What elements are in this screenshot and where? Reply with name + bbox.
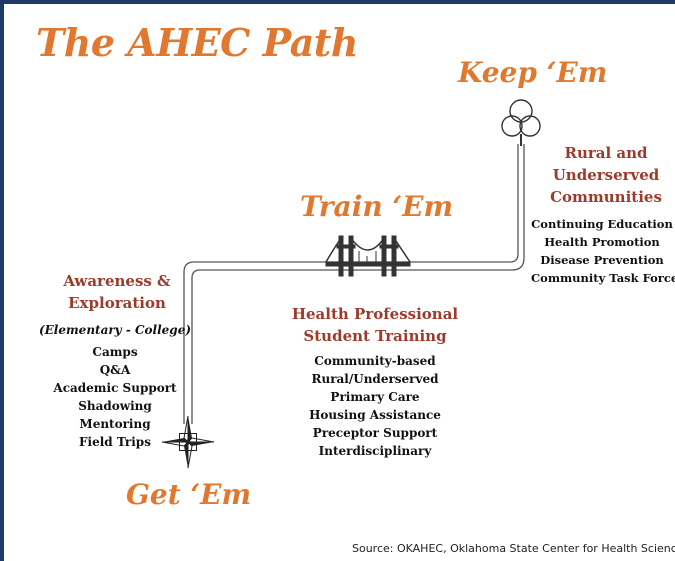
list-item: Mentoring bbox=[79, 417, 151, 431]
keep-em-list: Continuing Education Health Promotion Di… bbox=[531, 215, 675, 287]
list-item: Interdisciplinary bbox=[318, 444, 432, 458]
get-em-label: Get ‘Em bbox=[126, 478, 252, 511]
list-item: Camps bbox=[92, 345, 138, 359]
keep-em-label: Keep ‘Em bbox=[458, 56, 608, 89]
heading-line: Communities bbox=[550, 188, 662, 206]
heading-line: Student Training bbox=[303, 327, 447, 345]
keep-em-heading: Rural and Underserved Communities bbox=[540, 142, 672, 208]
heading-line: Exploration bbox=[68, 294, 166, 312]
heading-line: Rural and bbox=[564, 144, 648, 162]
heading-line: Awareness & bbox=[63, 272, 171, 290]
list-item: Continuing Education bbox=[531, 217, 673, 231]
source-caption: Source: OKAHEC, Oklahoma State Center fo… bbox=[352, 542, 675, 555]
get-em-heading: Awareness & Exploration bbox=[42, 270, 192, 314]
heading-line: Health Professional bbox=[291, 305, 459, 323]
compass-star-icon bbox=[161, 415, 215, 469]
train-em-list: Community-based Rural/Underserved Primar… bbox=[290, 352, 460, 460]
tree-icon bbox=[501, 99, 541, 146]
list-item: Community-based bbox=[314, 354, 436, 368]
list-item: Rural/Underserved bbox=[311, 372, 439, 386]
list-item: Shadowing bbox=[78, 399, 152, 413]
train-em-heading: Health Professional Student Training bbox=[290, 303, 460, 347]
train-em-label: Train ‘Em bbox=[300, 190, 454, 223]
list-item: Housing Assistance bbox=[309, 408, 441, 422]
list-item: Academic Support bbox=[53, 381, 177, 395]
list-item: Field Trips bbox=[79, 435, 151, 449]
list-item: Disease Prevention bbox=[540, 253, 664, 267]
list-item: Q&A bbox=[99, 363, 131, 377]
list-item: Primary Care bbox=[330, 390, 420, 404]
list-item: Health Promotion bbox=[544, 235, 660, 249]
get-em-subheading: (Elementary - College) bbox=[38, 323, 192, 337]
diagram-title: The AHEC Path bbox=[36, 20, 359, 65]
list-item: Preceptor Support bbox=[312, 426, 438, 440]
list-item: Community Task Forces bbox=[531, 271, 675, 285]
get-em-list: (Elementary - College) Camps Q&A Academi… bbox=[30, 321, 200, 451]
heading-line: Underserved bbox=[552, 166, 660, 184]
bridge-icon bbox=[325, 235, 411, 277]
